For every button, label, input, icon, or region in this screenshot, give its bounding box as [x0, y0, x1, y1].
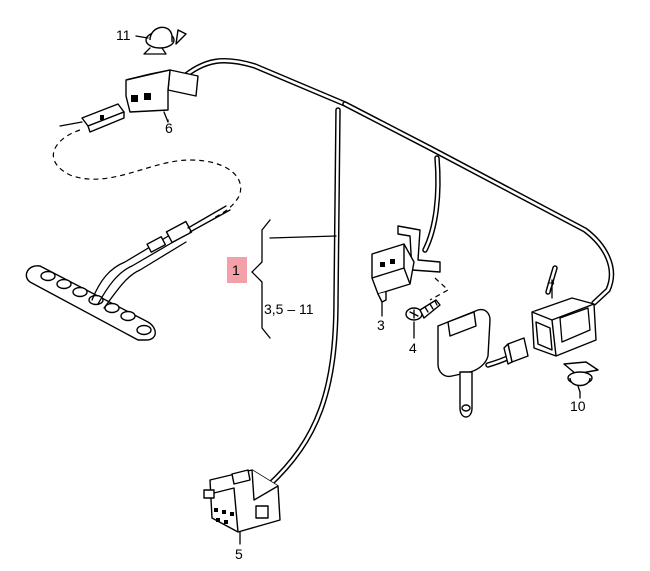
callout-11: 11: [116, 27, 131, 43]
callout-4: 4: [409, 340, 417, 356]
inline-plug: [59, 103, 125, 133]
callout-6: 6: [165, 120, 173, 136]
callout-range: 3,5 – 11: [264, 301, 314, 317]
screw-4: [405, 299, 441, 339]
harness-wires: [177, 57, 615, 489]
clip-11: [135, 26, 187, 55]
connector-3: [371, 225, 441, 317]
callout-1: 1: [232, 262, 240, 278]
wire-loop-dashed: [52, 129, 242, 219]
connector-5: [203, 469, 281, 545]
clip-10: [563, 361, 599, 399]
screw-alignment-dashed: [429, 277, 450, 301]
item-1-bracket: [251, 219, 337, 339]
callout-10: 10: [570, 398, 586, 414]
inline-plug-small: [503, 337, 529, 365]
callout-7: 7: [547, 279, 555, 295]
seat-heater-element: [25, 205, 231, 341]
callout-1-highlight: [227, 257, 247, 283]
callout-5: 5: [235, 546, 243, 562]
connector-7: [531, 279, 597, 357]
seat-belt-buckle: [437, 308, 491, 418]
callout-3: 3: [377, 317, 385, 333]
connector-6: [125, 69, 199, 123]
